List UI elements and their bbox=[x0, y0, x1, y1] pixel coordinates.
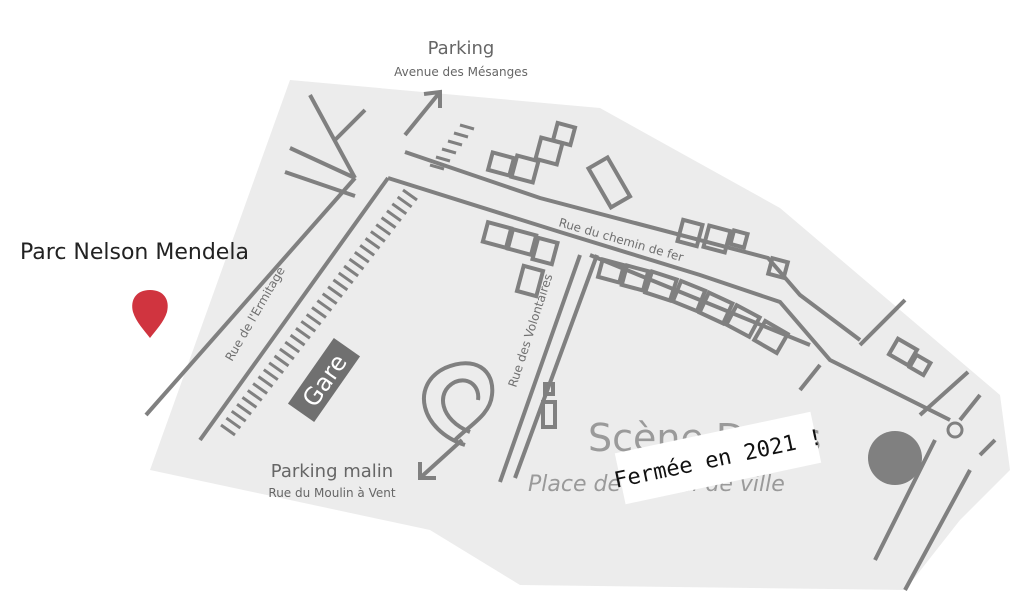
road-lower-stub bbox=[798, 363, 822, 392]
loop-road-inner bbox=[441, 378, 481, 434]
rail-tie bbox=[295, 327, 311, 340]
building bbox=[585, 154, 633, 211]
road-diag-north-2 bbox=[333, 108, 367, 142]
road-ermitage-edge bbox=[198, 176, 390, 442]
parking-stripe bbox=[441, 147, 457, 155]
road-volontaires-l bbox=[498, 254, 582, 483]
building bbox=[886, 335, 920, 369]
rail-tie bbox=[375, 223, 392, 236]
parking-hatching bbox=[429, 123, 475, 171]
building bbox=[485, 150, 517, 178]
building bbox=[514, 263, 546, 299]
building bbox=[541, 400, 557, 429]
parking-stripe bbox=[447, 139, 463, 147]
road-diag-north bbox=[308, 94, 357, 179]
road-top-left-a bbox=[289, 146, 356, 180]
road-east-1 bbox=[858, 298, 907, 347]
rail-tie bbox=[305, 313, 322, 326]
rail-tie bbox=[337, 271, 354, 285]
rail-tie bbox=[321, 292, 338, 305]
rail-tie bbox=[311, 306, 327, 319]
roundabout bbox=[946, 421, 964, 439]
rail-tie bbox=[257, 375, 274, 388]
road-volontaires-r bbox=[513, 254, 599, 479]
road-east-2 bbox=[918, 370, 970, 417]
building bbox=[765, 255, 791, 281]
rail-tie bbox=[332, 278, 349, 292]
buildings bbox=[480, 120, 934, 429]
rail-tie bbox=[353, 250, 370, 264]
rail-tie bbox=[289, 333, 306, 347]
map-pin-icon bbox=[132, 290, 168, 338]
road-ermitage bbox=[144, 176, 357, 417]
rail-tie bbox=[343, 264, 359, 278]
rail-tie bbox=[262, 368, 279, 381]
rail-tie bbox=[236, 403, 252, 416]
rail-tie bbox=[348, 257, 365, 271]
loop-road bbox=[421, 361, 495, 447]
rail-tie bbox=[370, 230, 386, 243]
rail-tie bbox=[273, 354, 290, 368]
building bbox=[727, 227, 751, 251]
parking-stripe bbox=[435, 155, 451, 163]
rail-tie bbox=[268, 361, 285, 375]
building bbox=[696, 289, 736, 327]
road-east-3 bbox=[958, 393, 982, 422]
rail-tie bbox=[396, 195, 413, 209]
rail-tie bbox=[279, 347, 295, 361]
venue-dot-icon bbox=[868, 431, 922, 485]
rail-tie bbox=[380, 216, 397, 229]
rail-tie bbox=[327, 285, 343, 298]
rail-tie bbox=[300, 320, 317, 333]
rail-tie bbox=[359, 244, 376, 257]
building bbox=[670, 278, 708, 314]
building bbox=[701, 223, 733, 255]
district-area bbox=[150, 80, 1010, 590]
road-chemin-bottom bbox=[387, 176, 951, 422]
rail-tie bbox=[230, 409, 247, 423]
rail-tie bbox=[225, 416, 242, 430]
building bbox=[550, 120, 578, 148]
parking-stripe bbox=[429, 163, 445, 171]
parking-south-title: Parking malin bbox=[271, 461, 393, 482]
rail-tie bbox=[316, 299, 333, 312]
building bbox=[595, 257, 627, 285]
building bbox=[505, 226, 539, 258]
arrow-up-right-icon bbox=[403, 89, 442, 137]
building bbox=[723, 302, 763, 340]
rail-tie bbox=[284, 340, 301, 354]
building bbox=[509, 153, 541, 185]
building bbox=[675, 217, 705, 249]
parking-north-title: Parking bbox=[428, 38, 495, 59]
road-top-left-b bbox=[284, 170, 356, 198]
parking-north-subtitle: Avenue des Mésanges bbox=[394, 65, 528, 79]
road-far-east bbox=[978, 438, 997, 457]
parking-south-subtitle: Rue du Moulin à Vent bbox=[268, 486, 395, 500]
road-southeast-2 bbox=[903, 469, 972, 591]
rail-tie bbox=[402, 188, 418, 202]
parking-stripe bbox=[459, 123, 475, 131]
rail-tie bbox=[252, 382, 268, 395]
park-label: Parc Nelson Mendela bbox=[20, 240, 249, 265]
building bbox=[543, 382, 555, 396]
rail-tie bbox=[246, 389, 263, 402]
rail-tie bbox=[386, 209, 402, 222]
rail-tie bbox=[391, 202, 408, 216]
building bbox=[906, 352, 934, 378]
railway-track bbox=[220, 188, 418, 437]
road-southeast-1 bbox=[873, 439, 937, 561]
building bbox=[530, 235, 560, 267]
building bbox=[619, 263, 651, 293]
building bbox=[642, 269, 680, 303]
rail-tie bbox=[364, 237, 381, 250]
parking-stripe bbox=[453, 131, 469, 139]
building bbox=[751, 318, 791, 356]
road-chemin-top bbox=[404, 150, 862, 342]
arrow-down-left-icon bbox=[418, 438, 464, 480]
rail-tie bbox=[241, 396, 258, 409]
rail-tie bbox=[220, 423, 236, 437]
